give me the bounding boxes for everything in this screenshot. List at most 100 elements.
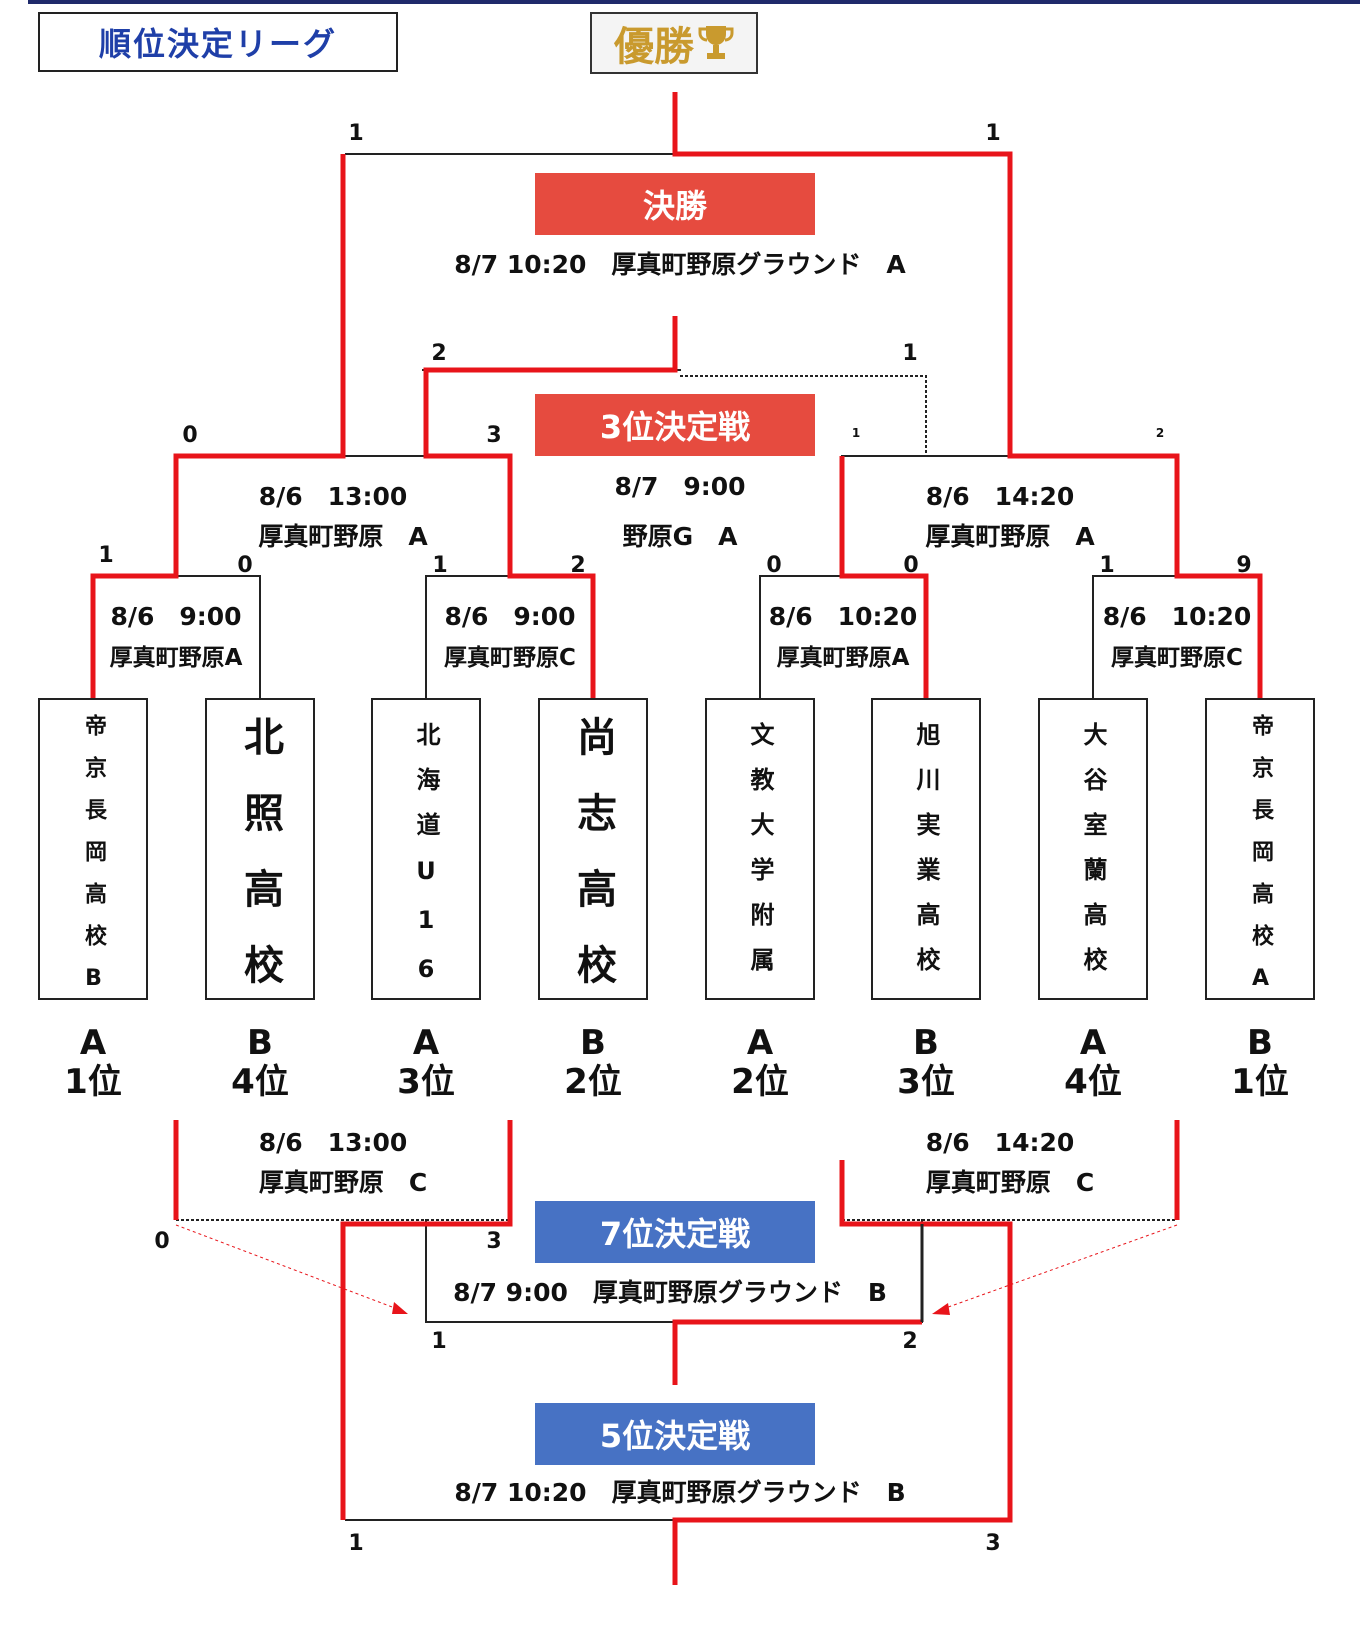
score-final-left: 1	[348, 121, 364, 146]
qf3-winner-line	[839, 456, 929, 698]
final-label: 決勝	[642, 187, 707, 225]
score-third-left: 2	[431, 341, 447, 366]
score-semi-right-b: 2	[1155, 426, 1165, 440]
semi-right-bracket-line	[841, 455, 1178, 577]
third-place-date: 8/7 9:00	[614, 472, 746, 501]
rank-group: A	[746, 1023, 774, 1063]
rank-group: B	[580, 1023, 606, 1063]
score-seventh-right: 2	[902, 1329, 918, 1354]
team-name: 帝京長岡高校A	[1248, 714, 1273, 1011]
rank-position: 2位	[731, 1062, 789, 1102]
team-name: 旭川実業高校	[912, 722, 940, 992]
score-semi-left-b: 3	[486, 423, 502, 448]
top-border	[28, 0, 1360, 4]
team-name: 北海道U16	[412, 722, 440, 1004]
fifth-left-path-line	[340, 1120, 513, 1520]
semi-left-date: 8/6 13:00	[258, 482, 408, 511]
rank-group: B	[247, 1023, 273, 1063]
fifth-place-label: 5位決定戦	[599, 1417, 751, 1455]
team-box: 帝京長岡高校A	[1205, 698, 1315, 1011]
score-semi-left-a: 0	[182, 423, 198, 448]
arrowhead-right	[932, 1303, 950, 1315]
final-banner: 決勝	[535, 173, 815, 235]
seventh-winner-line	[672, 1319, 922, 1385]
third-place-banner: 3位決定戦	[535, 394, 815, 456]
team-name: 文教大学附属	[746, 722, 774, 992]
rank-position: 3位	[397, 1062, 455, 1102]
team-box: 尚志高校	[538, 698, 648, 1020]
rank-group: B	[913, 1023, 939, 1063]
team-box: 北海道U16	[371, 698, 481, 1004]
fifth-place-info: 8/7 10:20 厚真町野原グラウンド B	[454, 1478, 906, 1507]
score-seventh-left: 1	[431, 1329, 447, 1354]
score-qf2-a: 1	[432, 553, 448, 578]
score-semi-right-a: 1	[851, 426, 861, 440]
third-place-label: 3位決定戦	[599, 408, 751, 446]
team-name: 北照高校	[237, 716, 283, 1020]
champion-label: 優勝	[614, 24, 694, 70]
qf1-venue: 厚真町野原A	[109, 645, 243, 671]
team-name: 帝京長岡高校B	[81, 714, 106, 1011]
fifth-right-path-line	[672, 1160, 1013, 1585]
qf4-bracket-line	[1092, 575, 1261, 699]
rank-position: 4位	[231, 1062, 289, 1102]
team-box: 文教大学附属	[705, 698, 815, 1000]
score-qf3-a: 0	[766, 553, 782, 578]
drop-arrow-left	[175, 1224, 401, 1311]
league-title: 順位決定リーグ	[38, 12, 398, 72]
league-title-text: 順位決定リーグ	[98, 25, 337, 63]
rank-group: A	[1079, 1023, 1107, 1063]
champion-box: 優勝	[590, 12, 758, 74]
drop-arrow-right	[939, 1224, 1178, 1311]
score-consolation-left-loser: 0	[154, 1229, 170, 1254]
seventh-place-banner: 7位決定戦	[535, 1201, 815, 1263]
team-box: 北照高校	[205, 698, 315, 1020]
fifth-place-banner: 5位決定戦	[535, 1403, 815, 1465]
consolation-right-date: 8/6 14:20	[925, 1128, 1075, 1157]
semi-left-venue: 厚真町野原 A	[258, 522, 428, 551]
score-fifth-left: 1	[348, 1531, 364, 1556]
score-qf4-a: 1	[1099, 553, 1115, 578]
semi-right-venue: 厚真町野原 A	[925, 522, 1095, 551]
semi-right-date: 8/6 14:20	[925, 482, 1075, 511]
team-box: 大谷室蘭高校	[1038, 698, 1148, 1000]
qf3-bracket-line	[759, 575, 927, 699]
third-place-dotted-line	[680, 375, 927, 456]
qf3-venue: 厚真町野原A	[776, 645, 910, 671]
consolation-left-venue: 厚真町野原 C	[258, 1168, 428, 1197]
score-consolation-left-winner: 3	[486, 1229, 502, 1254]
qf2-venue: 厚真町野原C	[444, 645, 576, 671]
rank-position: 4位	[1064, 1062, 1122, 1102]
qf1-bracket-line	[92, 575, 261, 699]
trophy-icon	[698, 26, 734, 59]
score-qf1-a: 1	[98, 543, 114, 568]
qf2-winner-line	[423, 316, 678, 698]
team-name: 大谷室蘭高校	[1079, 722, 1107, 992]
seventh-place-line	[425, 1219, 681, 1323]
rank-group: A	[79, 1023, 107, 1063]
team-box: 旭川実業高校	[871, 698, 981, 1000]
score-qf4-b: 9	[1236, 553, 1252, 578]
score-qf3-b: 0	[903, 553, 919, 578]
qf1-date: 8/6 9:00	[110, 602, 242, 631]
rank-group: B	[1247, 1023, 1273, 1063]
third-place-venue: 野原G A	[622, 522, 738, 551]
rank-position: 1位	[1231, 1062, 1289, 1102]
qf2-date: 8/6 9:00	[444, 602, 576, 631]
team-box: 帝京長岡高校B	[38, 698, 148, 1011]
qf4-date: 8/6 10:20	[1102, 602, 1252, 631]
qf4-venue: 厚真町野原C	[1111, 645, 1243, 671]
team-name: 尚志高校	[570, 716, 616, 1020]
rank-position: 2位	[564, 1062, 622, 1102]
qf3-date: 8/6 10:20	[768, 602, 918, 631]
semi-left-winner-line	[90, 154, 346, 698]
final-info: 8/7 10:20 厚真町野原グラウンド A	[454, 250, 906, 279]
seventh-place-label: 7位決定戦	[599, 1215, 751, 1253]
rank-position: 1位	[64, 1062, 122, 1102]
